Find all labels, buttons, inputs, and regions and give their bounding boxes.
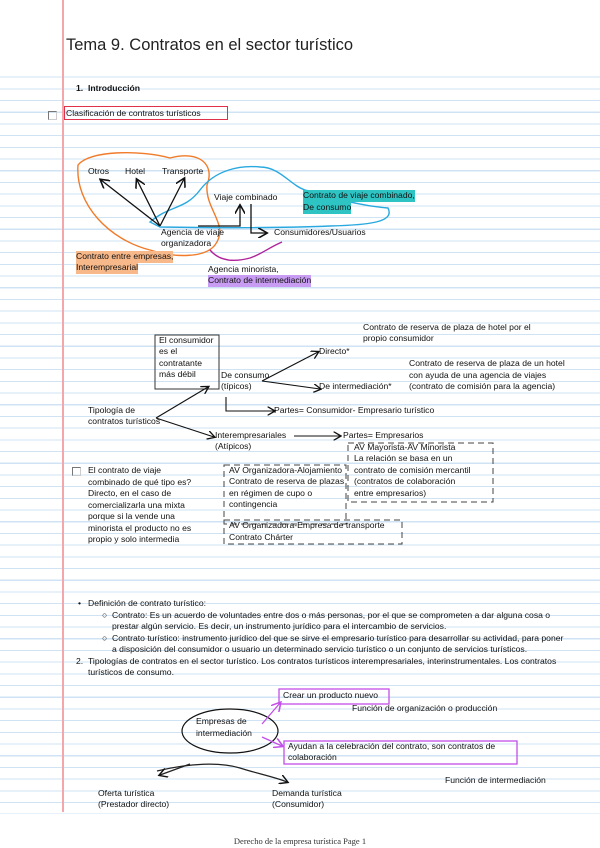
label-partes-consumo: Partes= Consumidor- Empresario turístico xyxy=(274,405,435,415)
intermediacion-note: (contrato de comisión para la agencia) xyxy=(409,381,556,391)
label-agencia-1: Agencia de viaje xyxy=(161,227,225,237)
label-atipicos: (Atípicos) xyxy=(215,441,252,451)
label-funcion-organizacion: Función de organización o producción xyxy=(352,703,498,713)
arrow-consumidores xyxy=(250,204,266,233)
section-number: 1. xyxy=(76,83,84,93)
highlight-contrato-empresas-1: Contrato entre empresas, xyxy=(76,251,174,263)
av-alojamiento-line: en régimen de cupo o xyxy=(229,488,313,498)
label-empresas: intermediación xyxy=(196,728,252,738)
consumidor-box-line: contratante xyxy=(159,358,202,368)
label-tipicos: (típicos) xyxy=(221,381,252,391)
label-ayudan: colaboración xyxy=(288,752,337,762)
av-alojamiento-line: AV Organizadora-Alojamiento xyxy=(229,465,343,475)
definition-heading: Definición de contrato turístico: xyxy=(88,598,206,608)
question-line: Directo, en el caso de xyxy=(88,488,172,498)
label-directo: Directo* xyxy=(319,346,350,356)
arrow-otros xyxy=(101,180,161,227)
consumidor-box-line: es el xyxy=(159,346,178,356)
label-consumidores: Consumidores/Usuarios xyxy=(274,227,366,237)
classification-box: Clasificación de contratos turísticos xyxy=(64,106,228,120)
intermediacion-note: con ayuda de una agencia de viajes xyxy=(409,370,547,380)
highlight-intermediacion: Contrato de intermediación xyxy=(208,275,312,287)
question-line: El contrato de viaje xyxy=(88,465,162,475)
label-agencia-2: organizadora xyxy=(161,238,212,248)
definition-item: prestar algún servicio. Es decir, un ins… xyxy=(112,621,447,631)
highlight-contrato-empresas-2: Interempresarial xyxy=(76,262,139,274)
av-alojamiento-line: Contrato de reserva de plazas xyxy=(229,476,345,486)
label-crear-producto: Crear un producto nuevo xyxy=(283,690,379,700)
av-mayorista-line: (contratos de colaboración xyxy=(354,476,456,486)
directo-note: propio consumidor xyxy=(363,333,434,343)
checkbox[interactable] xyxy=(72,467,81,476)
label-partes-empresarios: Partes= Empresarios xyxy=(343,430,424,440)
label-otros: Otros xyxy=(88,166,110,176)
label-tipologia: Tipología de xyxy=(88,405,135,415)
label-ayudan: Ayudan a la celebración del contrato, so… xyxy=(288,741,496,751)
consumidor-box-line: El consumidor xyxy=(159,335,214,345)
circle-bullet-icon: ○ xyxy=(102,610,108,620)
label-interempresariales: Interempresariales xyxy=(215,430,287,440)
av-mayorista-line: AV Mayorista-AV Minorista xyxy=(354,442,456,452)
section-2-number: 2. xyxy=(76,656,84,666)
av-mayorista-line: contrato de comisión mercantil xyxy=(354,465,471,475)
label-hotel: Hotel xyxy=(125,166,146,176)
consumidor-box-border xyxy=(154,334,220,390)
definition-item: a disposición del consumidor o usuario u… xyxy=(112,644,528,654)
label-minorista: Agencia minorista, xyxy=(208,264,279,274)
empresas-ellipse xyxy=(181,708,279,754)
question-line: propio y solo intermedia xyxy=(88,534,180,544)
checkbox[interactable] xyxy=(48,111,57,120)
page-footer: Derecho de la empresa turística Page 1 xyxy=(233,836,367,846)
question-line: minorista el producto no es xyxy=(88,523,192,533)
definition-item: Contrato: Es un acuerdo de voluntades en… xyxy=(112,610,551,620)
question-line: comercializarla una mixta xyxy=(88,500,185,510)
arrow-viaje xyxy=(198,206,240,227)
orange-lasso xyxy=(77,152,221,257)
highlight-contrato-combinado-1: Contrato de viaje combinado, xyxy=(303,190,415,202)
label-transporte: Transporte xyxy=(162,166,204,176)
label-funcion-intermediacion: Función de intermediación xyxy=(445,775,546,785)
circle-bullet-icon: ○ xyxy=(102,633,108,643)
label-intermediacion: De intermediación* xyxy=(319,381,392,391)
arrow-hotel xyxy=(137,180,161,227)
question-line: combinado de qué tipo es? xyxy=(88,477,192,487)
label-viaje-combinado: Viaje combinado xyxy=(214,192,278,202)
arrow-transporte xyxy=(159,179,184,227)
consumidor-box-line: más débil xyxy=(159,369,196,379)
label-tipologia: contratos turísticos xyxy=(88,416,161,426)
directo-note: Contrato de reserva de plaza de hotel po… xyxy=(363,322,531,332)
label-oferta: Oferta turística xyxy=(98,788,155,798)
magenta-curve xyxy=(209,241,283,262)
intermediacion-note: Contrato de reserva de plaza de un hotel xyxy=(409,358,565,368)
highlight-contrato-combinado-2: De consumo xyxy=(303,202,352,214)
label-demanda: Demanda turística xyxy=(272,788,342,798)
bullet-icon: • xyxy=(78,598,82,608)
page-title: Tema 9. Contratos en el sector turístico xyxy=(66,36,354,54)
margin-line xyxy=(62,0,64,812)
label-empresas: Empresas de xyxy=(196,716,247,726)
section-label: Introducción xyxy=(87,83,140,93)
section-2-text: Tipologías de contratos en el sector tur… xyxy=(88,656,557,666)
av-mayorista-line: La relación se basa en un xyxy=(354,453,453,463)
label-oferta: (Prestador directo) xyxy=(98,799,170,809)
av-mayorista-line: entre empresarios) xyxy=(354,488,427,498)
av-transporte-line: Contrato Chárter xyxy=(229,532,294,542)
label-demanda: (Consumidor) xyxy=(272,799,325,809)
label-de-consumo: De consumo xyxy=(221,370,270,380)
av-alojamiento-line: contingencia xyxy=(229,499,278,509)
definition-item: Contrato turístico: instrumento jurídico… xyxy=(112,633,564,643)
question-line: porque si la vende una xyxy=(88,511,175,521)
section-1: 1. Introducción xyxy=(76,83,140,95)
section-2-text: turísticos de consumo. xyxy=(88,667,174,677)
av-transporte-line: AV Organizadora-Empresa de transporte xyxy=(229,520,385,530)
